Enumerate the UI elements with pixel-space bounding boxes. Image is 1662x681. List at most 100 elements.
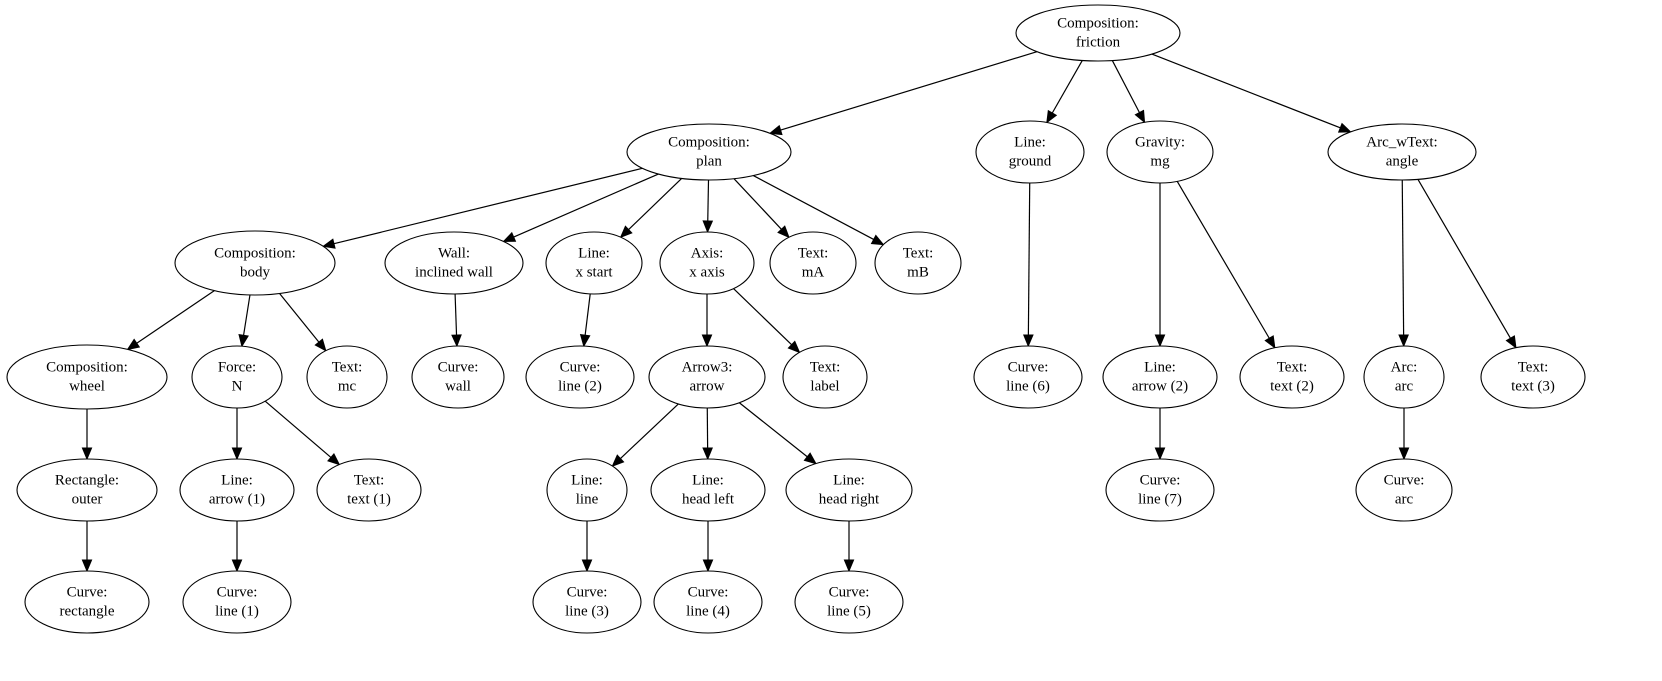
graph-edge <box>1401 179 1405 336</box>
node-name-label: line (6) <box>1006 378 1050 394</box>
node-type-label: Text: <box>332 359 363 375</box>
graph-node-wall[interactable]: Curve:wall <box>411 345 505 409</box>
graph-node-outer[interactable]: Rectangle:outer <box>16 458 158 522</box>
edge-arrowhead-icon <box>1134 109 1146 124</box>
graph-node-ground[interactable]: Line: ground <box>975 120 1085 184</box>
node-name-label: line (5) <box>827 603 871 619</box>
graph-node-angle[interactable]: Arc_wText:angle <box>1327 123 1477 181</box>
node-type-label: Force: <box>218 359 256 375</box>
node-type-label: Composition: <box>46 359 128 375</box>
graph-node-xstart[interactable]: Line: x start <box>545 231 643 295</box>
node-ellipse <box>1106 120 1214 184</box>
node-type-label: Line: <box>1014 134 1046 150</box>
node-name-label: text (1) <box>347 491 391 507</box>
node-type-label: Curve: <box>438 359 479 375</box>
node-ellipse <box>1015 4 1181 62</box>
graph-node-arc[interactable]: Arc:arc <box>1363 345 1445 409</box>
graph-edge <box>136 290 215 344</box>
graph-node-lineline[interactable]: Line:line <box>546 458 628 522</box>
node-type-label: Curve: <box>688 584 729 600</box>
node-ellipse <box>182 570 292 634</box>
node-type-label: Line: <box>578 245 610 261</box>
node-name-label: ground <box>1009 153 1052 169</box>
node-type-label: Curve: <box>217 584 258 600</box>
graph-node-plan[interactable]: Composition:plan <box>626 123 792 181</box>
node-name-label: x axis <box>689 264 725 280</box>
node-name-label: x start <box>575 264 613 280</box>
edge-arrowhead-icon <box>1398 334 1409 348</box>
node-ellipse <box>626 123 792 181</box>
edge-arrowhead-icon <box>81 447 93 461</box>
graph-node-line5[interactable]: Curve: line (5) <box>794 570 904 634</box>
graph-node-text2[interactable]: Text:text (2) <box>1239 345 1345 409</box>
graph-node-line1[interactable]: Curve:line (1) <box>182 570 292 634</box>
graph-node-arccurve[interactable]: Curve:arc <box>1355 458 1453 522</box>
node-name-label: rectangle <box>60 603 115 619</box>
node-name-label: arrow (1) <box>209 491 265 507</box>
graph-node-line7[interactable]: Curve:line (7) <box>1105 458 1215 522</box>
node-ellipse <box>525 345 635 409</box>
edge-arrowhead-icon <box>1264 335 1276 349</box>
edge-arrowhead-icon <box>1337 122 1352 133</box>
graph-node-text1[interactable]: Text: text (1) <box>316 458 422 522</box>
node-type-label: Line: <box>692 472 724 488</box>
node-type-label: Curve: <box>67 584 108 600</box>
graph-edge <box>733 178 782 230</box>
graph-edge <box>1027 182 1031 336</box>
edge-arrowhead-icon <box>1023 334 1034 348</box>
node-name-label: N <box>232 378 243 394</box>
edge-arrowhead-icon <box>870 234 885 246</box>
node-type-label: Curve: <box>829 584 870 600</box>
graph-node-label[interactable]: Text:label <box>782 345 868 409</box>
graph-node-arrow1[interactable]: Line:arrow (1) <box>179 458 295 522</box>
edge-arrowhead-icon <box>777 225 790 239</box>
edge-arrowhead-icon <box>327 453 341 466</box>
graph-edge <box>584 293 591 336</box>
node-ellipse <box>179 458 295 522</box>
node-type-label: Arc_wText: <box>1366 134 1437 150</box>
graph-node-arrow2[interactable]: Line:arrow (2) <box>1102 345 1218 409</box>
node-name-label: arrow (2) <box>1132 378 1188 394</box>
node-ellipse <box>411 345 505 409</box>
graph-node-wheel[interactable]: Composition:wheel <box>6 344 168 410</box>
node-name-label: line (4) <box>686 603 730 619</box>
graph-node-mB[interactable]: Text:mB <box>874 231 962 295</box>
graph-edge <box>628 177 683 231</box>
graph-node-rectangle[interactable]: Curve: rectangle <box>24 570 150 634</box>
node-type-label: Curve: <box>567 584 608 600</box>
graph-node-line4[interactable]: Curve: line (4) <box>653 570 763 634</box>
edge-arrowhead-icon <box>581 559 593 573</box>
node-name-label: text (2) <box>1270 378 1314 394</box>
edge-arrowhead-icon <box>843 559 855 573</box>
graph-node-body[interactable]: Composition:body <box>174 230 336 296</box>
graph-node-line2[interactable]: Curve:line (2) <box>525 345 635 409</box>
graph-node-headleft[interactable]: Line:head left <box>650 458 766 522</box>
graph-node-arrow3[interactable]: Arrow3:arrow <box>648 345 766 409</box>
edge-arrowhead-icon <box>1398 447 1410 461</box>
node-ellipse <box>874 231 962 295</box>
graph-node-inclinedwall[interactable]: Wall:inclined wall <box>384 231 524 295</box>
graph-node-line6[interactable]: Curve:line (6) <box>973 345 1083 409</box>
edge-arrowhead-icon <box>322 238 336 249</box>
edge-arrowhead-icon <box>803 452 817 465</box>
node-ellipse <box>545 231 643 295</box>
edge-arrowhead-icon <box>702 220 714 234</box>
graph-node-mA[interactable]: Text:mA <box>769 231 857 295</box>
graph-node-headright[interactable]: Line:head right <box>785 458 913 522</box>
graph-node-text3[interactable]: Text:text (3) <box>1480 345 1586 409</box>
graph-node-friction[interactable]: Composition:friction <box>1015 4 1181 62</box>
graph-node-line3[interactable]: Curve:line (3) <box>532 570 642 634</box>
graph-node-xaxis[interactable]: Axis:x axis <box>659 231 755 295</box>
node-type-label: Composition: <box>668 134 750 150</box>
node-ellipse <box>546 458 628 522</box>
graph-edge <box>1111 60 1141 113</box>
graph-node-mg[interactable]: Gravity:mg <box>1106 120 1214 184</box>
graph-node-forceN[interactable]: Force: N <box>191 345 283 409</box>
graph-edge <box>1151 53 1341 129</box>
graph-node-mc[interactable]: Text:mc <box>306 345 388 409</box>
node-ellipse <box>16 458 158 522</box>
node-ellipse <box>653 570 763 634</box>
node-ellipse <box>1102 345 1218 409</box>
node-type-label: Text: <box>354 472 385 488</box>
